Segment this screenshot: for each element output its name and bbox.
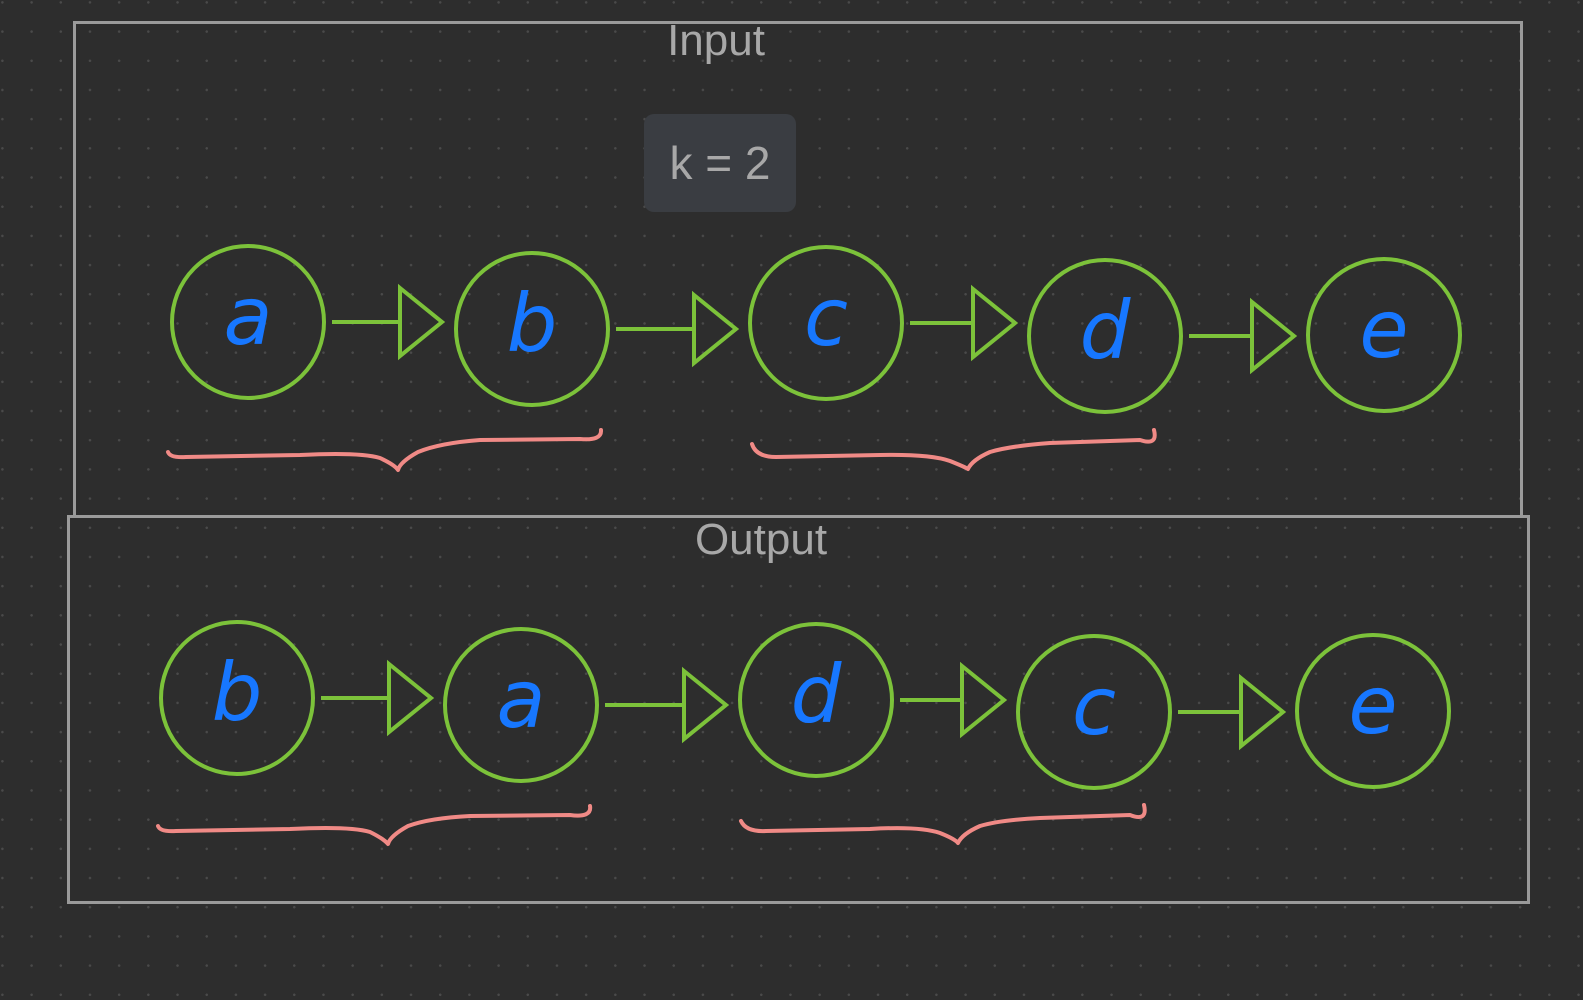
node-circle bbox=[1295, 633, 1451, 789]
input-list: a b c d e bbox=[170, 244, 1462, 414]
next-pointer-arrow bbox=[605, 666, 730, 744]
next-pointer-arrow bbox=[332, 283, 446, 361]
output-frame bbox=[67, 515, 1530, 904]
node-circle bbox=[170, 244, 326, 400]
input-title: Input bbox=[667, 16, 765, 65]
group-brace bbox=[739, 803, 1147, 845]
list-node: e bbox=[1295, 633, 1451, 789]
node-circle bbox=[443, 627, 599, 783]
node-circle bbox=[738, 622, 894, 778]
node-label: a bbox=[496, 653, 545, 746]
node-label: c bbox=[804, 271, 848, 364]
group-brace bbox=[750, 428, 1157, 471]
node-circle bbox=[159, 620, 315, 776]
k-parameter-badge: k = 2 bbox=[644, 114, 796, 212]
list-node: c bbox=[748, 245, 904, 401]
node-circle bbox=[1306, 257, 1462, 413]
group-brace bbox=[166, 428, 604, 472]
list-node: a bbox=[443, 627, 599, 783]
list-node: b bbox=[454, 251, 610, 407]
next-pointer-arrow bbox=[910, 284, 1019, 362]
next-pointer-arrow bbox=[900, 661, 1008, 739]
node-label: b bbox=[212, 646, 263, 739]
list-node: e bbox=[1306, 257, 1462, 413]
group-brace bbox=[156, 804, 593, 846]
list-node: c bbox=[1016, 634, 1172, 790]
node-circle bbox=[454, 251, 610, 407]
next-pointer-arrow bbox=[1189, 297, 1298, 375]
node-circle bbox=[1027, 258, 1183, 414]
node-circle bbox=[1016, 634, 1172, 790]
list-node: d bbox=[738, 622, 894, 778]
node-label: d bbox=[791, 648, 843, 741]
node-label: c bbox=[1072, 660, 1116, 753]
list-node: d bbox=[1027, 258, 1183, 414]
list-node: a bbox=[170, 244, 326, 400]
node-label: b bbox=[507, 277, 558, 370]
next-pointer-arrow bbox=[1178, 673, 1287, 751]
node-label: e bbox=[1348, 659, 1397, 752]
node-circle bbox=[748, 245, 904, 401]
node-label: e bbox=[1359, 283, 1408, 376]
list-node: b bbox=[159, 620, 315, 776]
node-label: d bbox=[1080, 284, 1132, 377]
output-title: Output bbox=[694, 515, 828, 564]
next-pointer-arrow bbox=[616, 290, 740, 368]
next-pointer-arrow bbox=[321, 659, 435, 737]
node-label: a bbox=[223, 270, 272, 363]
